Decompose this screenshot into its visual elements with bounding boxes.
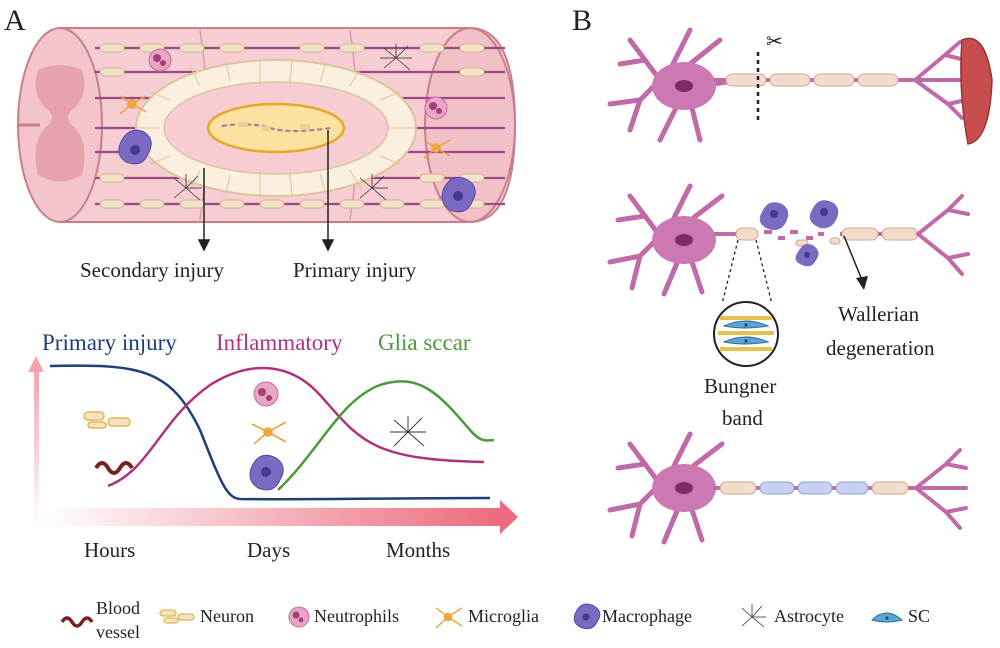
legend-macrophage-icon (573, 603, 601, 630)
primary-injury-curve (49, 364, 491, 501)
microglia-timeline (251, 421, 287, 445)
panel-a-label: A (4, 4, 26, 37)
wallerian-label-2: degeneration (826, 336, 935, 360)
macrophage-timeline (249, 454, 284, 491)
secondary-injury-label: Secondary injury (80, 258, 225, 282)
wallerian-label-1: Wallerian (838, 302, 920, 326)
legend-blood-vessel-icon (60, 616, 94, 628)
axis-label-hours: Hours (84, 538, 136, 562)
legend-microglia-icon (435, 607, 463, 629)
bungner-band-zoom (718, 316, 774, 351)
legend-label-blood-vessel: Blood vessel (96, 598, 141, 642)
neutrophil-a1 (148, 48, 172, 72)
neuron-3 (607, 431, 968, 545)
curve-label-inflammatory: Inflammatory (216, 330, 343, 355)
blood-vessel-fragment-icon (94, 461, 134, 475)
astrocyte-a3 (359, 174, 388, 201)
legend-label-microglia: Microglia (468, 606, 539, 626)
scissors-icon: ✂ (766, 31, 783, 53)
legend-neutrophil-icon (288, 606, 310, 628)
myelin-segments (99, 43, 485, 209)
glia-scar-curve (277, 380, 495, 491)
legend-label-neuron: Neuron (200, 606, 254, 626)
neutrophil-timeline (253, 381, 279, 407)
primary-injury-label: Primary injury (293, 258, 417, 282)
macrophage-a1 (118, 129, 152, 165)
microglia-a2 (423, 139, 451, 159)
panel-b-label: B (572, 4, 593, 37)
timeline-axes (28, 356, 518, 534)
inflammatory-curve (107, 366, 485, 488)
astrocyte-a2 (173, 174, 202, 201)
axis-label-months: Months (386, 538, 451, 562)
curve-label-primary-injury: Primary injury (42, 330, 177, 355)
legend-neuron-icon (159, 609, 195, 624)
legend-schwann-cell-icon (871, 612, 904, 623)
microglia-a1 (119, 95, 147, 115)
legend-label-neutrophils: Neutrophils (314, 606, 399, 626)
legend-label-sc: SC (908, 606, 931, 626)
axis-label-days: Days (247, 538, 291, 562)
legend-astrocyte-icon (741, 604, 766, 628)
legend-label-macrophage: Macrophage (602, 606, 692, 626)
bungner-label-2: band (722, 406, 763, 430)
astrocyte-a1 (380, 44, 412, 71)
curve-label-glia-scar: Glia sccar (378, 330, 471, 355)
neutrophil-a2 (424, 96, 448, 120)
bungner-label-1: Bungner (704, 374, 777, 398)
neuron-fragment-icon (83, 411, 131, 429)
macrophage-a2 (441, 176, 476, 213)
primary-injury-core (206, 102, 346, 154)
astrocyte-timeline (390, 416, 426, 447)
neuron-2 (607, 183, 970, 367)
annotation-arrows (197, 130, 335, 252)
neuron-1: ✂ (607, 27, 993, 145)
legend-label-astrocyte: Astrocyte (774, 606, 844, 626)
